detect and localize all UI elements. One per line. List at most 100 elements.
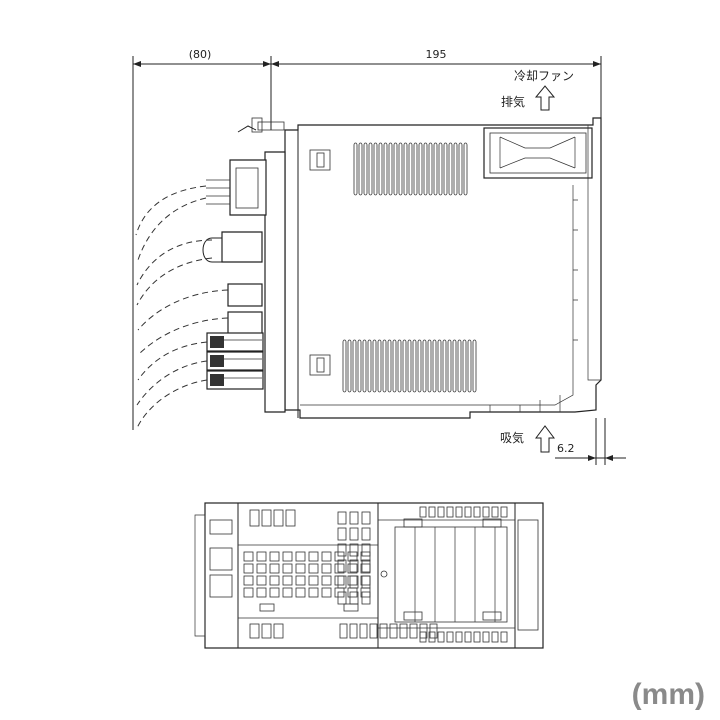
- vent-slot: [438, 142, 443, 196]
- vent-cell: [256, 575, 267, 586]
- vent-cell: [269, 551, 280, 562]
- vent-slot: [427, 339, 432, 393]
- vent-cell: [409, 623, 418, 639]
- vent-cell: [361, 511, 371, 525]
- vent-cell: [361, 543, 371, 557]
- vent-cell: [285, 509, 296, 527]
- vent-slot: [447, 339, 452, 393]
- vent-slot: [352, 339, 357, 393]
- vent-slot: [362, 339, 367, 393]
- vent-cell: [243, 575, 254, 586]
- intake-label: 吸気: [500, 430, 524, 445]
- vent-slot: [462, 339, 467, 393]
- vent-slot: [458, 142, 463, 196]
- vent-cell: [419, 631, 427, 643]
- vent-slot: [422, 339, 427, 393]
- vent-cell: [261, 623, 272, 639]
- vent-cell: [308, 563, 319, 574]
- vent-cell: [337, 527, 347, 541]
- vent-cell: [349, 575, 359, 589]
- vent-cell: [446, 506, 454, 518]
- vent-cell: [337, 559, 347, 573]
- rail-offset-dimension: [555, 418, 626, 465]
- vent-cell: [389, 623, 398, 639]
- vent-slot: [433, 142, 438, 196]
- dimension-lines: [132, 56, 602, 430]
- vent-cell: [243, 587, 254, 598]
- vent-cell: [500, 506, 508, 518]
- vent-cell: [347, 563, 358, 574]
- vent-cell: [243, 551, 254, 562]
- vent-cell: [256, 563, 267, 574]
- vent-cell: [464, 631, 472, 643]
- vent-slot: [358, 142, 363, 196]
- vent-slot: [387, 339, 392, 393]
- vent-cell: [282, 551, 293, 562]
- vent-slot: [448, 142, 453, 196]
- vent-slot: [442, 339, 447, 393]
- vent-cell: [334, 563, 345, 574]
- vent-cell: [437, 506, 445, 518]
- vent-slot: [453, 142, 458, 196]
- vent-cell: [347, 551, 358, 562]
- vent-cell: [321, 587, 332, 598]
- vent-cell: [273, 509, 284, 527]
- vent-cell: [399, 623, 408, 639]
- vent-cell: [473, 506, 481, 518]
- vent-cell: [337, 543, 347, 557]
- vent-slot: [452, 339, 457, 393]
- vent-slot: [423, 142, 428, 196]
- vent-cell: [243, 563, 254, 574]
- vent-cell: [349, 591, 359, 605]
- vent-cell: [455, 631, 463, 643]
- lower-vent-slots: [342, 339, 477, 393]
- vent-cell: [464, 506, 472, 518]
- vent-slot: [432, 339, 437, 393]
- vent-slot: [467, 339, 472, 393]
- vent-cell: [482, 506, 490, 518]
- vent-cell: [361, 527, 371, 541]
- front-connectors: [202, 117, 286, 413]
- vent-slot: [417, 339, 422, 393]
- exhaust-arrow-icon: [534, 85, 556, 111]
- vent-cell: [308, 587, 319, 598]
- vent-slot: [372, 339, 377, 393]
- vent-cell: [295, 563, 306, 574]
- vent-cell: [361, 575, 371, 589]
- vent-cell: [419, 623, 428, 639]
- vent-cell: [269, 563, 280, 574]
- vent-cell: [491, 631, 499, 643]
- vent-cell: [446, 631, 454, 643]
- vent-slot: [393, 142, 398, 196]
- vent-slot: [457, 339, 462, 393]
- vent-slot: [472, 339, 477, 393]
- cooling-fan-label: 冷却ファン: [514, 69, 574, 83]
- vent-slot: [413, 142, 418, 196]
- unit-depth-label: 195: [426, 48, 447, 61]
- vent-cell: [337, 575, 347, 589]
- vent-cell: [282, 563, 293, 574]
- vent-cell: [321, 563, 332, 574]
- vent-cell: [295, 575, 306, 586]
- vent-slot: [357, 339, 362, 393]
- vent-cell: [500, 631, 508, 643]
- vent-cell: [437, 631, 445, 643]
- vent-slot: [403, 142, 408, 196]
- vent-cell: [334, 551, 345, 562]
- vent-cell: [419, 506, 427, 518]
- vent-cell: [249, 623, 260, 639]
- bottom-view: [194, 502, 544, 649]
- vent-slot: [377, 339, 382, 393]
- vent-slot: [402, 339, 407, 393]
- vent-cell: [359, 623, 368, 639]
- vent-cell: [269, 587, 280, 598]
- vent-cell: [349, 623, 358, 639]
- vent-cell: [361, 559, 371, 573]
- bottom-vent-grid: [243, 506, 508, 643]
- vent-cell: [473, 631, 481, 643]
- vent-cell: [261, 509, 272, 527]
- vent-slot: [378, 142, 383, 196]
- vent-cell: [256, 587, 267, 598]
- vent-cell: [269, 575, 280, 586]
